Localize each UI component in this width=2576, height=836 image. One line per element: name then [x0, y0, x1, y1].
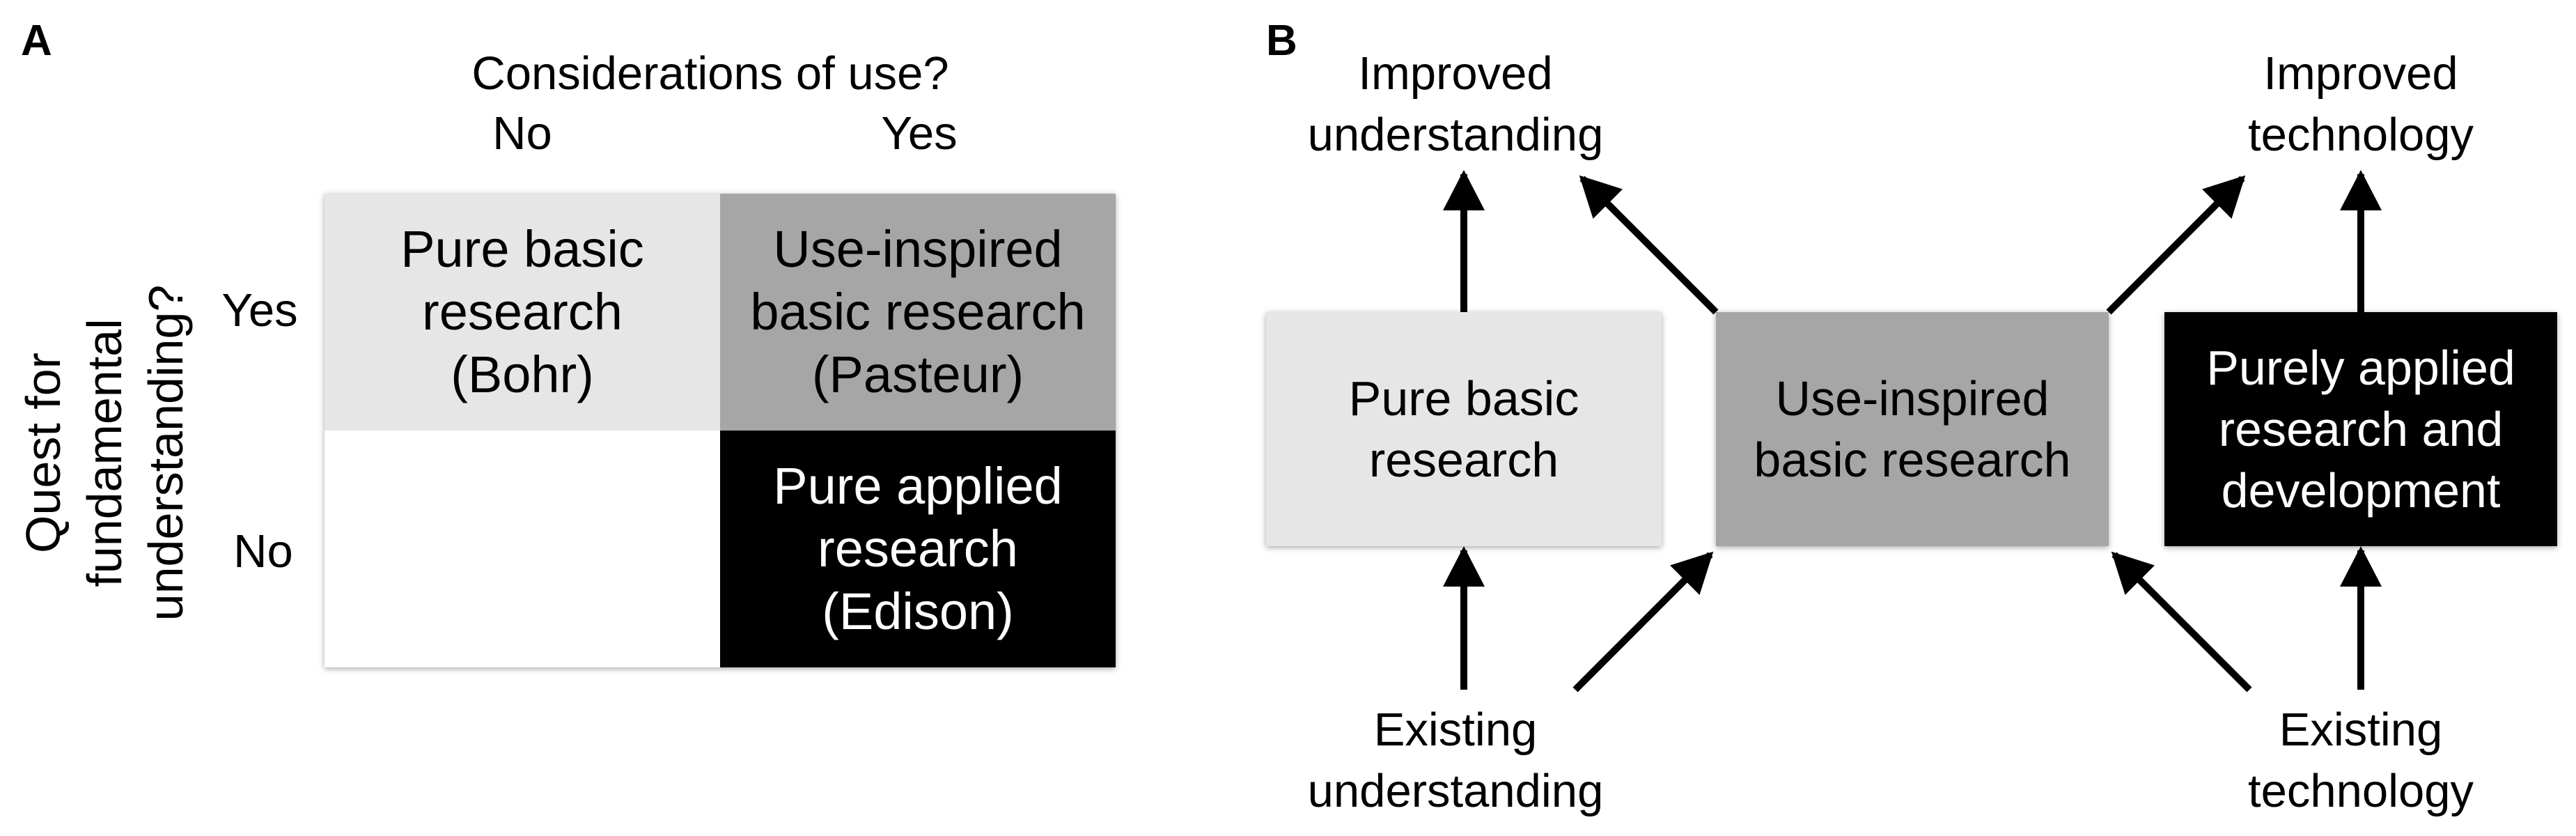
arrow-existing-understanding-to-useinspired [1572, 551, 1714, 692]
existing-technology-line2: technology [2247, 765, 2474, 817]
purely-applied-line3: development [2221, 463, 2501, 518]
purely-applied-line2: research and [2218, 402, 2504, 456]
improved-understanding-line1: Improved [1358, 47, 1553, 100]
existing-understanding-label: Existing understanding [1260, 699, 1650, 822]
purely-applied-research-box: Purely applied research and development [2164, 312, 2557, 546]
considerations-of-use-heading: Considerations of use? [471, 47, 949, 100]
panel-b-label: B [1266, 17, 1297, 65]
column-header-yes: Yes [881, 107, 958, 160]
purely-applied-line1: Purely applied [2206, 341, 2515, 395]
cell-empty [325, 431, 720, 667]
cell-tl-line2: research [422, 283, 623, 341]
cell-use-inspired-basic-research: Use-inspired basic research (Pasteur) [720, 194, 1116, 431]
row-header-yes: Yes [221, 284, 298, 336]
cell-br-line2: research [818, 520, 1018, 578]
pure-basic-line2: research [1368, 433, 1559, 487]
improved-technology-label: Improved technology [2180, 43, 2542, 166]
improved-understanding-label: Improved understanding [1260, 43, 1650, 166]
use-inspired-basic-research-box: Use-inspired basic research [1716, 312, 2109, 546]
cell-tr-line3: (Pasteur) [811, 346, 1024, 403]
cell-br-line1: Pure applied [773, 457, 1063, 515]
improved-technology-line1: Improved [2263, 47, 2458, 100]
cell-tl-line3: (Bohr) [451, 346, 594, 403]
use-inspired-line1: Use-inspired [1775, 371, 2050, 426]
cell-tr-line1: Use-inspired [773, 220, 1063, 278]
arrow-useinspired-to-improved-technology [2106, 175, 2246, 315]
cell-tr-line2: basic research [750, 283, 1086, 341]
cell-pure-applied-research: Pure applied research (Edison) [720, 431, 1116, 667]
cell-br-line3: (Edison) [822, 582, 1014, 640]
cell-tl-line1: Pure basic [400, 220, 644, 278]
pure-basic-line1: Pure basic [1348, 371, 1579, 426]
improved-technology-line2: technology [2247, 109, 2474, 161]
arrow-existing-technology-to-useinspired [2111, 551, 2252, 692]
existing-technology-line1: Existing [2279, 704, 2443, 756]
arrow-useinspired-to-improved-understanding [1579, 175, 1719, 315]
row-header-no: No [233, 525, 293, 578]
panel-a-label: A [21, 17, 52, 65]
quadrant-grid: Pure basic research (Bohr) Use-inspired … [325, 194, 1116, 667]
cell-pure-basic-research: Pure basic research (Bohr) [325, 194, 720, 431]
existing-understanding-line2: understanding [1307, 765, 1604, 817]
pure-basic-research-box: Pure basic research [1266, 312, 1662, 546]
use-inspired-line2: basic research [1754, 433, 2071, 487]
existing-understanding-line1: Existing [1373, 704, 1538, 756]
existing-technology-label: Existing technology [2180, 699, 2542, 822]
column-header-no: No [492, 107, 552, 160]
improved-understanding-line2: understanding [1307, 109, 1604, 161]
